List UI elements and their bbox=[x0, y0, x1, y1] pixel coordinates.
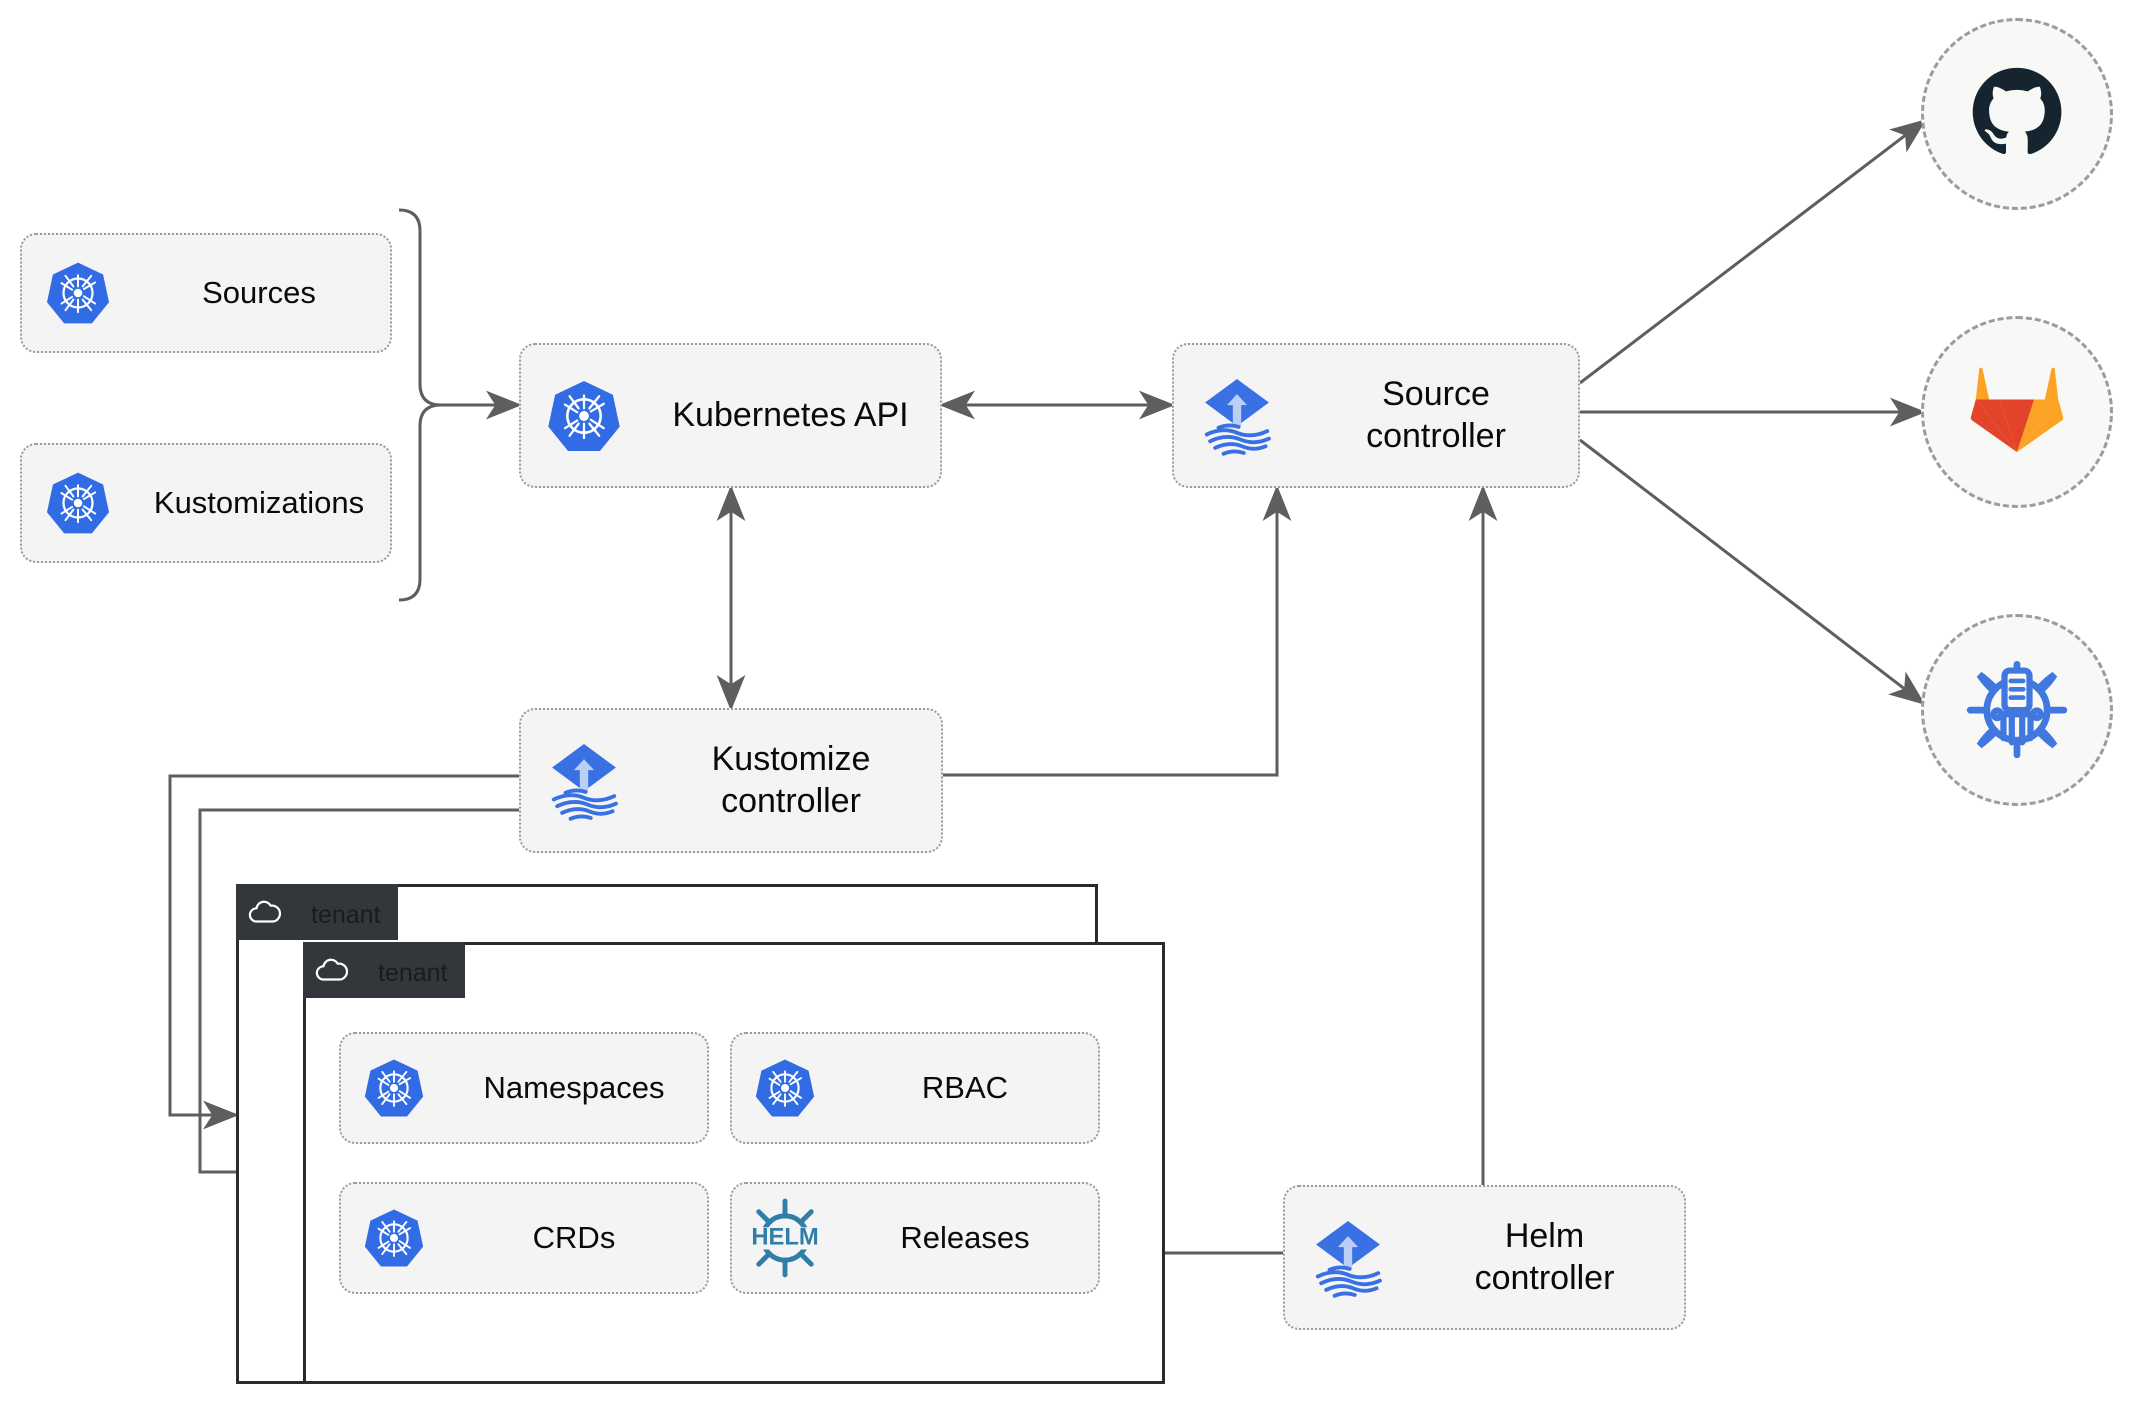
tenant-resource-namespaces[interactable]: Namespaces bbox=[339, 1032, 709, 1144]
kubernetes-icon bbox=[22, 470, 134, 536]
tenant-inner-window: tenant bbox=[303, 942, 1165, 1384]
tenant-resource-label: Namespaces bbox=[483, 1070, 665, 1106]
github-icon bbox=[1969, 64, 2065, 165]
kubernetes-icon bbox=[341, 1207, 447, 1269]
cloud-icon bbox=[236, 900, 292, 924]
endpoint-registry[interactable] bbox=[1921, 614, 2113, 806]
flux-icon bbox=[1285, 1216, 1411, 1300]
kubernetes-icon bbox=[22, 260, 134, 326]
helm-registry-icon bbox=[1965, 656, 2069, 765]
helm-icon: HELM bbox=[732, 1197, 838, 1279]
kubernetes-icon bbox=[521, 378, 647, 454]
gitlab-icon bbox=[1969, 364, 2065, 461]
node-kustomize-controller[interactable]: Kustomize controller bbox=[519, 708, 943, 853]
node-label: Helm controller bbox=[1474, 1217, 1615, 1297]
tenant-resource-label: RBAC bbox=[921, 1070, 1009, 1106]
node-source-controller[interactable]: Source controller bbox=[1172, 343, 1580, 488]
resource-card-kustomizations[interactable]: Kustomizations bbox=[20, 443, 392, 563]
wire-source-to-registry bbox=[1579, 438, 1926, 705]
node-label: Kustomize controller bbox=[711, 740, 871, 820]
kubernetes-icon bbox=[732, 1057, 838, 1119]
node-kubernetes-api[interactable]: Kubernetes API bbox=[519, 343, 942, 488]
tenant-resource-releases[interactable]: HELM Releases bbox=[730, 1182, 1100, 1294]
endpoint-github[interactable] bbox=[1921, 18, 2113, 210]
resource-label: Kustomizations bbox=[153, 485, 365, 521]
resource-card-sources[interactable]: Sources bbox=[20, 233, 392, 353]
node-label: Kubernetes API bbox=[672, 395, 909, 434]
node-label: Source controller bbox=[1366, 375, 1506, 455]
wire-source-to-github bbox=[1579, 119, 1927, 385]
tenant-resource-rbac[interactable]: RBAC bbox=[730, 1032, 1100, 1144]
flux-icon bbox=[521, 739, 647, 823]
cloud-icon bbox=[303, 958, 359, 982]
tenant-outer-tab bbox=[236, 884, 398, 940]
node-helm-controller[interactable]: Helm controller bbox=[1283, 1185, 1686, 1330]
group-bracket bbox=[398, 208, 442, 602]
tenant-resource-label: CRDs bbox=[532, 1220, 616, 1256]
tenant-resource-crds[interactable]: CRDs bbox=[339, 1182, 709, 1294]
helm-wordmark: HELM bbox=[751, 1224, 818, 1251]
wire-kustomize-to-source bbox=[943, 485, 1292, 777]
tenant-resource-label: Releases bbox=[900, 1220, 1030, 1256]
endpoint-gitlab[interactable] bbox=[1921, 316, 2113, 508]
kubernetes-icon bbox=[341, 1057, 447, 1119]
tenant-outer-label: tenant bbox=[311, 901, 381, 929]
resource-label: Sources bbox=[202, 275, 316, 311]
tenant-inner-tab bbox=[303, 942, 465, 998]
tenant-inner-label: tenant bbox=[378, 959, 448, 987]
flux-icon bbox=[1174, 374, 1300, 458]
